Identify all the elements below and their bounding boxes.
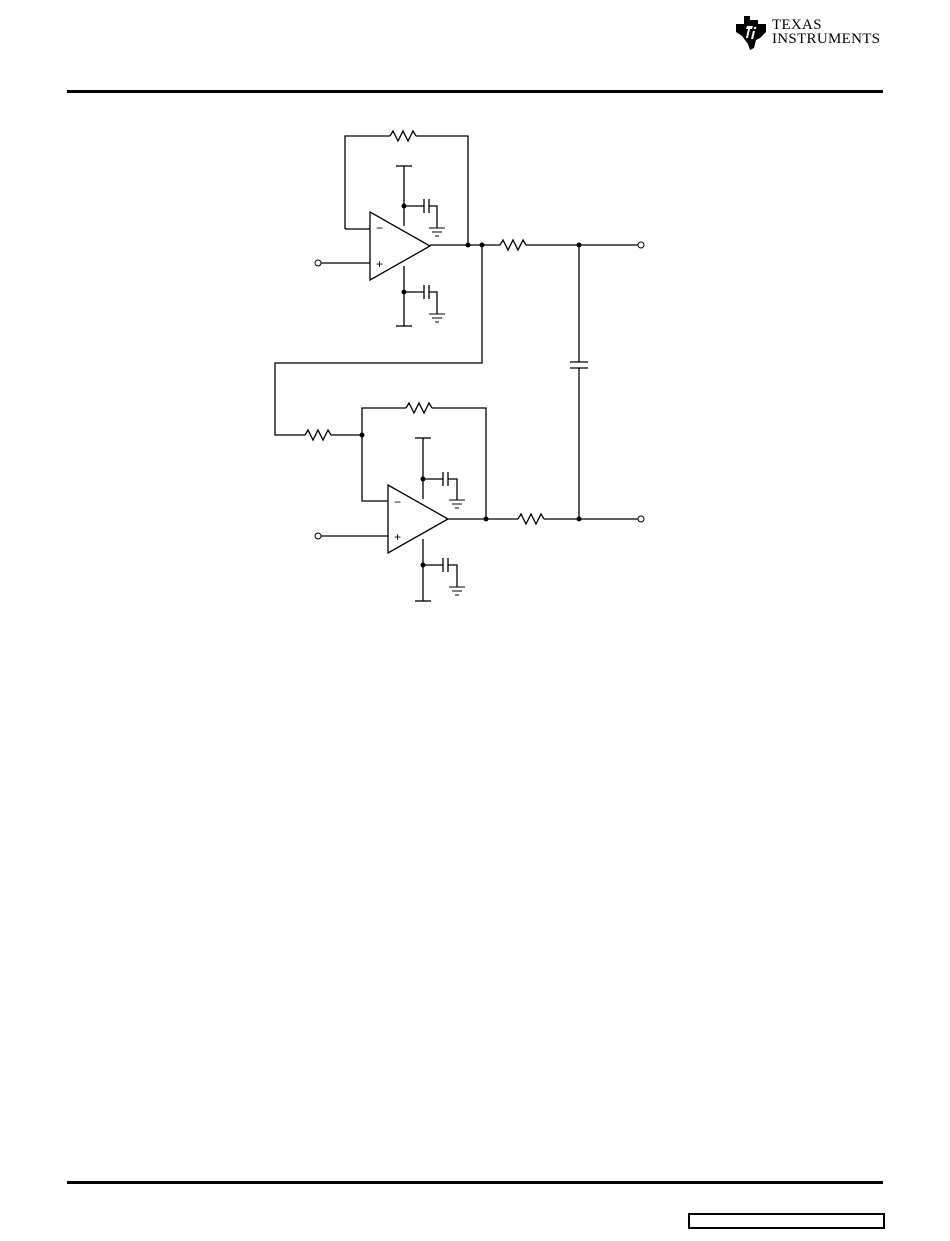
- supply-opamp-1: [396, 166, 445, 326]
- feedback-resistor-1: [345, 131, 468, 244]
- footer-rule: [67, 1181, 883, 1184]
- output-net-1: [430, 240, 644, 250]
- opamp-2-inverting-label: −: [394, 495, 401, 509]
- opamp-1: − +: [370, 212, 430, 280]
- opamp-2-noninverting-label: +: [394, 530, 401, 544]
- interstage-wire: [275, 245, 482, 440]
- input-terminal-2: [315, 533, 388, 539]
- opamp-2: − +: [388, 485, 448, 553]
- output-capacitor: [570, 245, 588, 519]
- output-net-2: [448, 514, 644, 524]
- input-terminal-1: [315, 260, 370, 266]
- opamp-1-inverting-label: −: [376, 221, 383, 235]
- feedback-resistor-2: [362, 403, 486, 519]
- footer-link-box[interactable]: [688, 1213, 885, 1229]
- opamp-1-noninverting-label: +: [376, 257, 383, 271]
